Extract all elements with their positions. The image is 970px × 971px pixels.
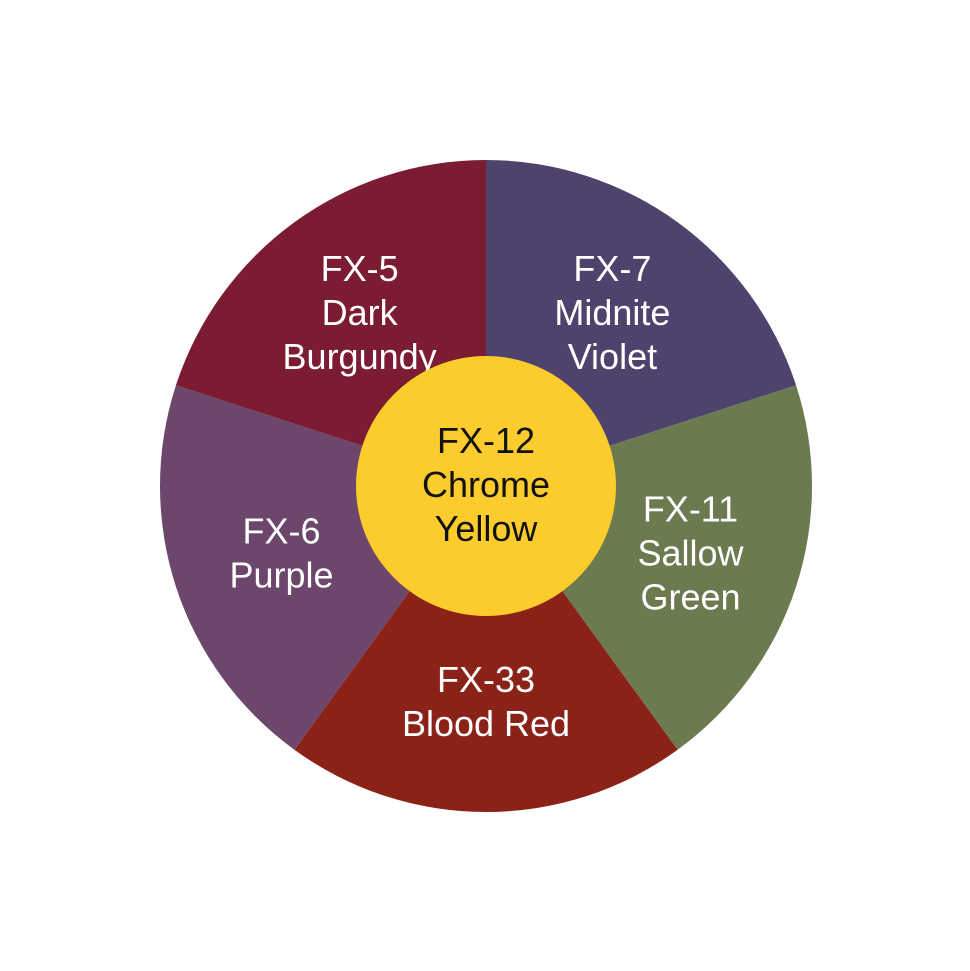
segment-label-line: Blood Red xyxy=(402,703,570,744)
center-label-line: Yellow xyxy=(435,508,539,549)
segment-label-line: Violet xyxy=(568,336,657,377)
segment-label-line: FX-11 xyxy=(643,488,738,529)
segment-label-line: FX-33 xyxy=(437,659,535,700)
segment-label-line: Purple xyxy=(229,554,333,595)
segment-fx-33 xyxy=(294,486,678,813)
segment-label-line: FX-6 xyxy=(242,510,320,551)
segment-label-line: Burgundy xyxy=(283,336,437,377)
segment-label-line: Green xyxy=(640,576,740,617)
segment-label-line: FX-5 xyxy=(321,248,399,289)
segment-label-line: Midnite xyxy=(554,292,670,333)
center-label-line: FX-12 xyxy=(437,420,535,461)
segment-label-line: Dark xyxy=(322,292,399,333)
center-label-line: Chrome xyxy=(422,464,550,505)
center-circle xyxy=(356,356,616,616)
segment-label-line: FX-7 xyxy=(573,248,651,289)
segment-label-line: Sallow xyxy=(637,532,744,573)
